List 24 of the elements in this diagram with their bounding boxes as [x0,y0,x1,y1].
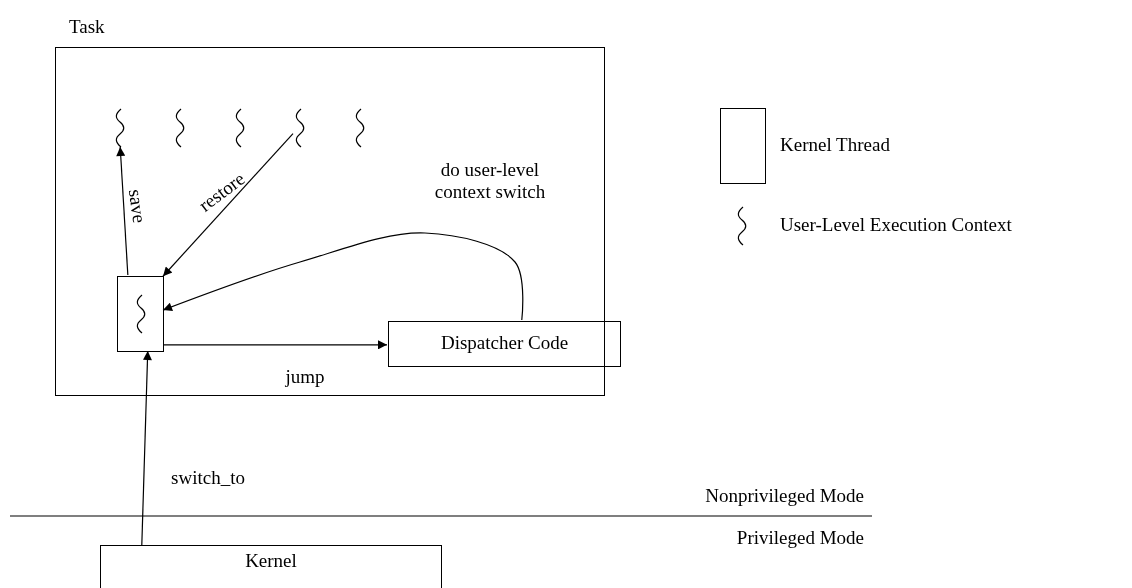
arrow [162,232,524,321]
frame-heading: Task [69,16,105,38]
mode-label: Privileged Mode [736,527,864,549]
execution-context-squiggle [174,108,186,148]
execution-context-squiggle [294,108,306,148]
process-box [388,321,621,367]
execution-context-squiggle [114,108,126,148]
kernel-thread-box [117,276,164,352]
box-label: Kernel [244,550,298,572]
process-box [100,545,442,588]
box-label: Dispatcher Code [439,332,570,354]
arrow [162,340,388,350]
edge-label: save [123,187,151,225]
arrow [116,146,129,276]
edge-label: do user-level context switch [433,159,547,203]
arrow [162,133,294,277]
edge-label: jump [285,366,325,388]
edge-label: switch_to [171,467,245,489]
execution-context-squiggle [354,108,366,148]
execution-context-squiggle [234,108,246,148]
arrow [141,350,152,546]
legend-label: Kernel Thread [780,134,890,156]
mode-label: Nonprivileged Mode [705,485,864,507]
legend-label: User-Level Execution Context [780,214,1012,236]
